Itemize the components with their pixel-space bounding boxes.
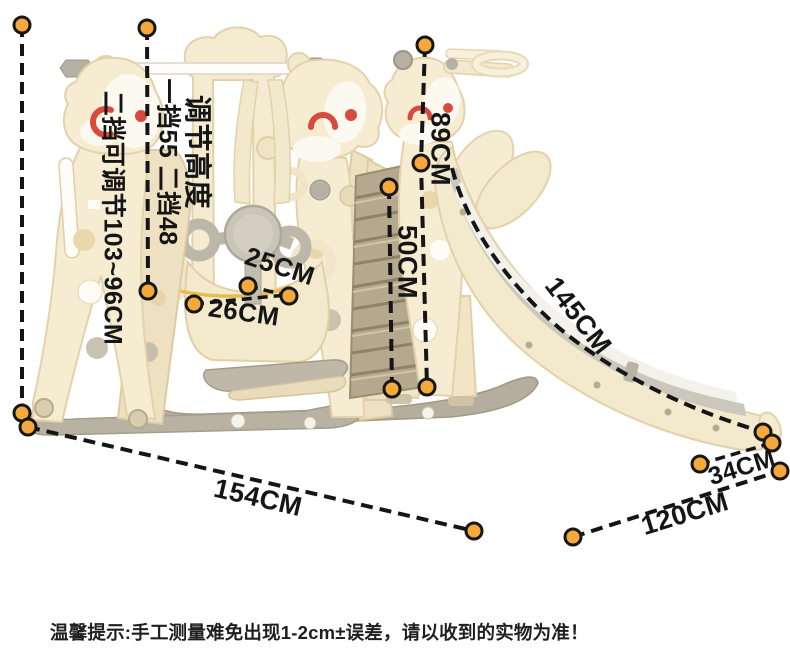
dim-line-slide-length [450, 167, 764, 434]
giraffe-eye-dot [443, 103, 453, 113]
dim-line-platform-height [387, 186, 394, 390]
dim-line-slide-end [699, 441, 773, 466]
giraffe-mouth-mark [308, 112, 338, 130]
swing-seat [140, 79, 349, 401]
slide [434, 129, 782, 452]
dim-line-slide-span [572, 469, 781, 539]
dim-frame-height-label: 89CM [425, 111, 456, 187]
giraffe-mouth-mark [407, 105, 433, 121]
dim-adjust-heading-label: 调节高度 [182, 94, 213, 210]
dim-left-height-label: 二挡可调节103~96CM [98, 90, 127, 346]
dim-platform-height-label: 50CM [392, 224, 423, 300]
measurement-disclaimer-note: 温馨提示:手工测量难免出现1-2cm±误差，请以收到的实物为准！ [50, 622, 589, 643]
dim-line-adjust-height [145, 27, 150, 292]
giraffe-eye-dot [345, 109, 357, 121]
measure-dots [12, 15, 790, 547]
base-skids [21, 376, 539, 436]
basketball-hoop [443, 48, 529, 78]
dim-adjust-detail-label: 一挡55 二挡48 [153, 78, 182, 246]
seat-belt [167, 284, 291, 298]
giraffe-mouth-mark [90, 106, 114, 138]
tower-giraffe-head [383, 48, 529, 145]
dim-line-base-width [27, 425, 475, 533]
giraffe-eye-dot [135, 110, 147, 122]
swing-left-giraffe-panel [32, 56, 192, 429]
dim-line-frame-height [418, 44, 429, 388]
